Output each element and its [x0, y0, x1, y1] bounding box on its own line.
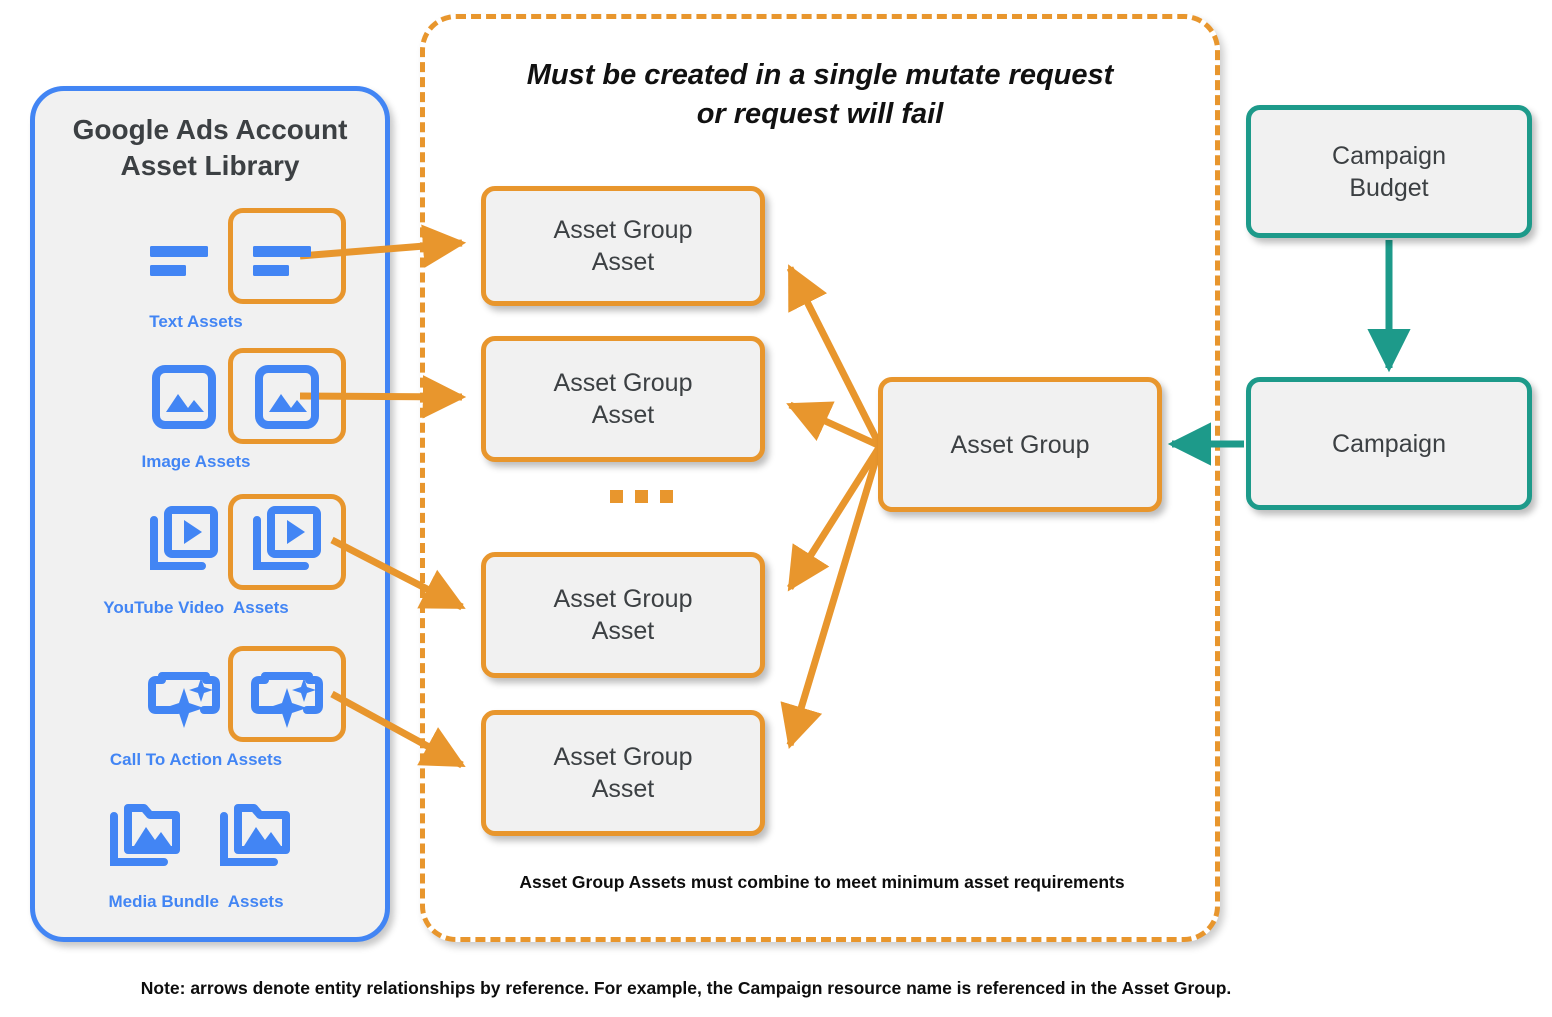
media-bundle-assets-label: Media Bundle Assets — [108, 892, 284, 911]
text-asset-icon — [144, 216, 224, 296]
node-label-line2: Asset — [591, 775, 655, 803]
text-asset-icons — [46, 208, 346, 304]
library-row-media-bundle-assets[interactable]: Media Bundle Assets — [46, 788, 346, 911]
image-asset-selected-frame[interactable] — [228, 348, 346, 444]
text-assets-label: Text Assets — [149, 312, 243, 331]
call-to-action-asset-icon — [144, 654, 224, 734]
node-label-line1: Asset Group — [553, 216, 693, 244]
library-row-image-assets[interactable]: Image Assets — [46, 348, 346, 471]
media-bundle-asset-icon — [216, 796, 296, 876]
call-to-action-assets-label: Call To Action Assets — [109, 750, 283, 769]
campaign-budget-label-line1: Campaign — [1332, 141, 1446, 170]
arrow-cta-to-aga4 — [330, 690, 466, 769]
ellipsis-dot — [660, 490, 673, 503]
call-to-action-asset-selected-frame[interactable] — [228, 646, 346, 742]
asset-group-asset-node[interactable]: Asset Group Asset — [481, 336, 765, 462]
call-to-action-asset-icons — [46, 646, 346, 742]
arrow-group-to-aga2 — [786, 401, 882, 450]
arrow-video-to-aga3 — [330, 536, 466, 611]
arrow-text-to-aga1 — [299, 224, 467, 268]
asset-group-label: Asset Group — [950, 430, 1090, 459]
call-to-action-asset-icon — [247, 654, 327, 734]
asset-group-asset-node[interactable]: Asset Group Asset — [481, 710, 765, 836]
node-label-line2: Asset — [591, 617, 655, 645]
mutate-title-line2: or request will fail — [696, 98, 944, 131]
arrow-group-to-aga4 — [780, 444, 884, 750]
image-asset-icons — [46, 348, 346, 444]
campaign-budget-label-line2: Budget — [1349, 173, 1429, 202]
image-asset-icon — [144, 356, 224, 436]
page-note: Note: arrows denote entity relationships… — [140, 978, 1232, 998]
library-row-youtube-video-assets[interactable]: YouTube Video Assets — [46, 494, 346, 617]
node-label-line1: Asset Group — [553, 369, 693, 397]
youtube-video-asset-icon — [144, 502, 224, 582]
ellipsis-dot — [610, 490, 623, 503]
text-asset-selected-frame[interactable] — [228, 208, 346, 304]
text-asset-icon — [247, 216, 327, 296]
node-label-line1: Asset Group — [553, 585, 693, 613]
media-bundle-asset-icon — [106, 796, 186, 876]
media-bundle-asset-icons — [46, 788, 346, 884]
arrow-group-to-aga3 — [787, 444, 883, 592]
library-row-text-assets[interactable]: Text Assets — [46, 208, 346, 331]
mutate-panel-footnote: Asset Group Assets must combine to meet … — [519, 872, 1125, 892]
arrow-image-to-aga2 — [299, 375, 467, 419]
node-label-line1: Asset Group — [553, 743, 693, 771]
asset-group-asset-node[interactable]: Asset Group Asset — [481, 552, 765, 678]
youtube-video-assets-label: YouTube Video Assets — [103, 598, 289, 617]
asset-group-asset-node[interactable]: Asset Group Asset — [481, 186, 765, 306]
library-title-line1: Google Ads Account — [72, 114, 348, 145]
image-assets-label: Image Assets — [141, 452, 251, 471]
library-title: Google Ads Account Asset Library — [40, 112, 380, 184]
youtube-video-asset-icons — [46, 494, 346, 590]
node-label-line2: Asset — [591, 401, 655, 429]
campaign-budget-node[interactable]: Campaign Budget — [1246, 105, 1532, 238]
arrow-group-to-aga1 — [786, 264, 884, 448]
library-title-line2: Asset Library — [120, 149, 300, 181]
ellipsis-indicator — [610, 490, 673, 503]
ellipsis-dot — [635, 490, 648, 503]
image-asset-icon — [247, 356, 327, 436]
library-row-call-to-action-assets[interactable]: Call To Action Assets — [46, 646, 346, 769]
youtube-video-asset-icon — [247, 502, 327, 582]
campaign-label: Campaign — [1332, 429, 1446, 458]
youtube-video-asset-selected-frame[interactable] — [228, 494, 346, 590]
mutate-panel-title: Must be created in a single mutate reque… — [440, 56, 1200, 134]
asset-group-node[interactable]: Asset Group — [878, 377, 1162, 512]
mutate-title-line1: Must be created in a single mutate reque… — [526, 59, 1114, 91]
node-label-line2: Asset — [591, 248, 655, 276]
campaign-node[interactable]: Campaign — [1246, 377, 1532, 510]
